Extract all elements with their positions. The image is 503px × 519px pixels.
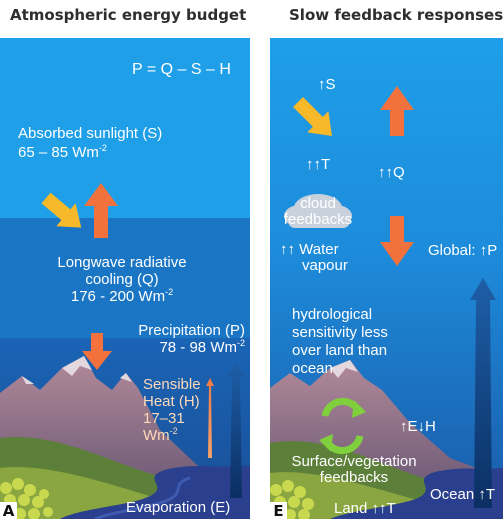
precipitation-label: Precipitation (P) 78 - 98 Wm-2: [138, 322, 245, 356]
sunlight-arrow: [293, 97, 332, 136]
evaporation-arrow: [228, 361, 244, 498]
panel-e-letter: E: [270, 502, 287, 519]
panel-e: ↑S ↑↑T ↑↑Q cloud feedbacks ↑↑ Water vapo…: [270, 38, 503, 519]
global-precipitation-arrow: [470, 278, 496, 508]
ocean-temperature-label: Ocean ↑T: [430, 486, 496, 503]
downward-arrow: [82, 333, 112, 370]
snow-caps: [22, 356, 132, 384]
absorbed-sunlight-label: Absorbed sunlight (S): [18, 125, 163, 142]
sensible-heat-label: Sensible Heat (H) 17–31 Wm-2: [143, 376, 201, 444]
sky-middle-band: [0, 218, 250, 338]
panel-e-illustration: [270, 38, 503, 519]
panel-a-title: Atmospheric energy budget: [10, 6, 247, 24]
panel-a: P = Q – S – H Absorbed sunlight (S) 65 –…: [0, 38, 250, 519]
sky-upper: [0, 38, 250, 218]
surface-vegetation-feedbacks-label: Surface/vegetation feedbacks: [291, 453, 417, 486]
absorbed-sunlight-value: 65 – 85 Wm-2: [18, 143, 107, 162]
global-precipitation-label: Global: ↑P: [428, 242, 498, 259]
evaporation-label: Evaporation (E): [126, 499, 231, 516]
cloud-icon: [284, 194, 352, 228]
evaporation-heat-label: ↑E↓H: [400, 418, 436, 435]
panel-a-letter: A: [0, 502, 17, 519]
panel-e-title: Slow feedback responses: [289, 6, 503, 24]
temperature-change-label: ↑↑T: [306, 156, 331, 173]
panel-a-illustration: [0, 38, 250, 519]
land-temperature-label: Land ↑↑T: [334, 500, 396, 517]
longwave-double-arrow: [380, 86, 414, 266]
cloud-feedbacks-label: cloud feedbacks: [283, 195, 353, 228]
sunlight-arrow: [41, 192, 82, 228]
radiative-cooling-change-label: ↑↑Q: [378, 164, 405, 181]
river: [60, 466, 250, 519]
river: [330, 468, 503, 519]
longwave-arrow: [84, 183, 118, 238]
sunlight-change-label: ↑S: [318, 76, 336, 93]
hydrological-sensitivity-label: hydrological sensitivity less over land …: [292, 306, 388, 377]
sensible-heat-arrow: [206, 378, 214, 458]
longwave-label: Longwave radiative cooling (Q) 176 - 200…: [57, 254, 187, 305]
energy-equation: P = Q – S – H: [132, 61, 231, 78]
water-vapour-label: ↑↑ Water vapour: [280, 241, 348, 274]
